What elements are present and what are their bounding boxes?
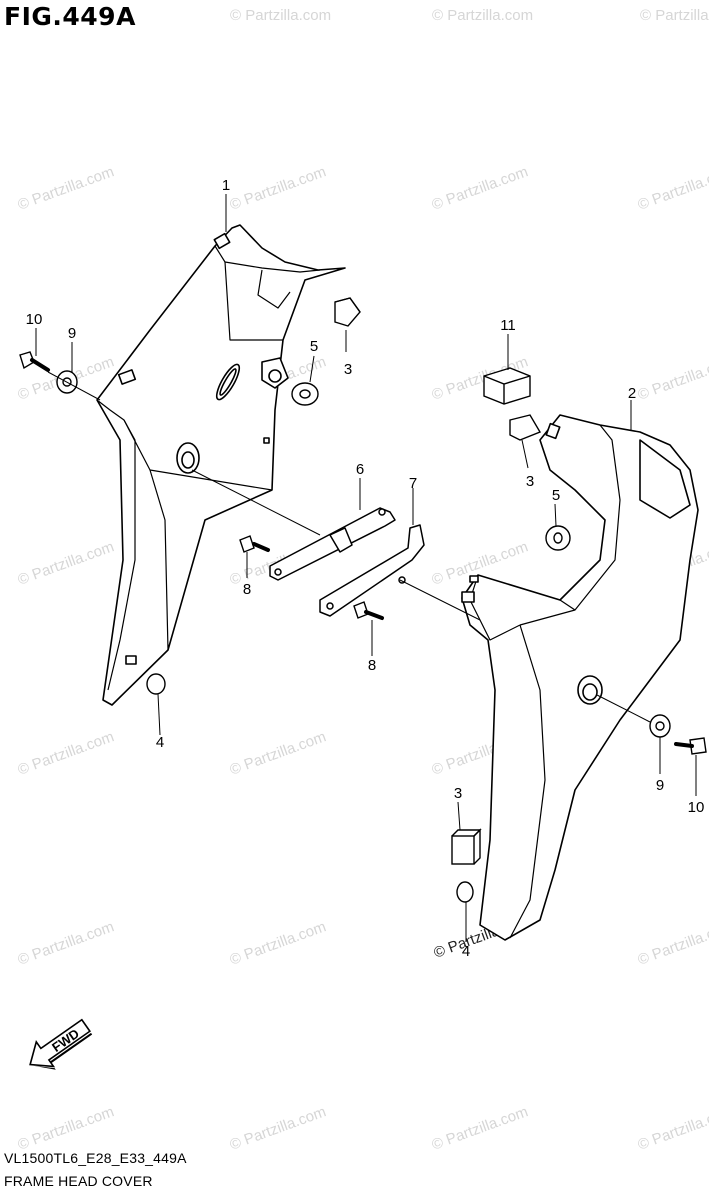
callout-8: 8 [368,657,376,674]
watermark: © Partzilla.com [430,163,531,214]
watermark: © Partzilla.com [636,163,709,214]
watermark: © Partzilla.com [432,7,533,24]
callout-9: 9 [656,777,664,794]
watermark: © Partzilla.com [16,728,117,779]
cushion-part-4-right [456,881,474,903]
frame-head-cover-left-part [96,224,346,706]
callout-11: 11 [500,317,516,334]
frame-head-cover-right-part [461,414,699,941]
fwd-arrow-icon: FWD [29,1018,93,1070]
callout-9: 9 [68,325,76,342]
watermark: © Partzilla.com [228,1103,329,1154]
watermark: © Partzilla.com [640,7,709,24]
bracket-part-6 [269,507,396,581]
watermark: © Partzilla.com [16,538,117,589]
callout-3: 3 [454,785,462,802]
bolt-part-8-lower [353,601,369,619]
bracket-part-7 [319,524,425,617]
cushion-part-4-left [146,673,166,695]
cushion-part-11 [483,367,531,405]
watermark: © Partzilla.com [16,163,117,214]
callout-4: 4 [462,943,470,960]
callout-1: 1 [222,177,230,194]
watermark: © Partzilla.com [228,163,329,214]
watermark: © Partzilla.com [228,918,329,969]
figure-title: FIG.449A [4,2,136,31]
callout-10: 10 [26,311,43,328]
leader-lines [35,194,697,942]
callout-3: 3 [344,361,352,378]
watermark: © Partzilla.com [430,1103,531,1154]
callout-2: 2 [628,385,636,402]
model-code: VL1500TL6_E28_E33_449A [4,1150,187,1166]
callout-5: 5 [552,487,560,504]
callout-7: 7 [409,475,417,492]
watermark: © Partzilla.com [230,7,331,24]
callout-6: 6 [356,461,364,478]
watermark: © Partzilla.com [16,918,117,969]
cushion-part-3-lower [451,835,475,865]
watermark: © Partzilla.com [636,353,709,404]
section-name: FRAME HEAD COVER [4,1173,153,1189]
cushion-part-3-upper-left [334,297,361,327]
callout-10: 10 [688,799,705,816]
callout-3: 3 [526,473,534,490]
watermark: © Partzilla.com [636,1103,709,1154]
bolt-part-10-right [689,737,707,755]
callout-5: 5 [310,338,318,355]
watermark: © Partzilla.com [228,728,329,779]
callout-labels: 1 2 3 3 3 4 4 5 5 6 7 8 8 9 9 10 10 11 [26,177,705,960]
hardware-parts [19,297,707,903]
callout-4: 4 [156,734,164,751]
cushion-part-3-mid [509,414,542,441]
watermark: © Partzilla.com [16,1103,117,1154]
watermark: © Partzilla.com [636,918,709,969]
bolt-part-8-upper [239,535,255,553]
callout-8: 8 [243,581,251,598]
